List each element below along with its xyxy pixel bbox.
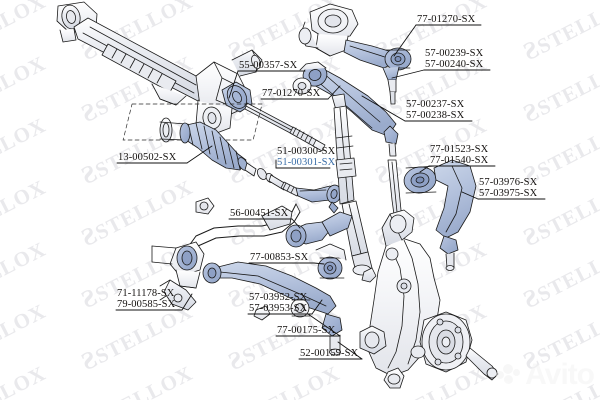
part-fasteners	[195, 197, 377, 321]
part-number-label: 79-00585-SX	[117, 299, 176, 310]
part-number-label: 55-00357-SX	[239, 60, 298, 71]
leader-lines	[115, 24, 546, 360]
part-upper-control-arm-front	[292, 61, 399, 157]
part-number-label: 57-03975-SX	[479, 188, 538, 199]
part-number-label: 13-00502-SX	[118, 152, 177, 163]
part-shock-absorber	[331, 93, 373, 276]
avito-watermark: Avito	[496, 358, 595, 391]
part-stabilizer-bar	[151, 203, 301, 311]
part-stabilizer-link	[261, 205, 353, 248]
part-lower-control-arm	[202, 243, 347, 356]
part-upper-control-arm-rear	[298, 3, 412, 105]
part-number-label: 77-01270-SX	[262, 88, 321, 99]
part-number-label: 56-00451-SX	[230, 208, 289, 219]
part-wheel-hub	[410, 311, 499, 381]
part-number-label: 57-03976-SX	[479, 177, 538, 188]
avito-wordmark: Avito	[525, 358, 595, 391]
part-lower-control-arm-upper-right	[403, 159, 477, 271]
part-number-label: 77-00175-SX	[277, 325, 336, 336]
part-number-label: 57-00238-SX	[406, 110, 465, 121]
part-steering-boot	[159, 117, 275, 184]
part-outer-tie-rod	[268, 174, 342, 214]
part-number-label: 51-00301-SX	[277, 157, 336, 168]
part-number-label: 77-01523-SX	[430, 144, 489, 155]
part-number-label: 77-01270-SX	[417, 14, 476, 25]
avito-dots-icon	[496, 364, 521, 386]
part-number-label: 57-00239-SX	[425, 48, 484, 59]
part-number-label: 51-00300-SX	[277, 146, 336, 157]
part-number-label: 52-00159-SX	[300, 348, 359, 359]
part-number-label: 57-03952-SX	[249, 292, 308, 303]
part-number-label: 57-00240-SX	[425, 59, 484, 70]
part-steering-knuckle	[359, 209, 441, 389]
part-inner-tie-rod	[221, 81, 326, 152]
part-number-label: 71-11178-SX	[117, 288, 175, 299]
part-number-label: 57-00237-SX	[406, 99, 465, 110]
part-number-label: 77-00853-SX	[250, 252, 309, 263]
part-number-label: 77-01540-SX	[430, 155, 489, 166]
part-number-label: 57-03953-SX	[249, 303, 308, 314]
phantom-outline	[122, 103, 263, 141]
